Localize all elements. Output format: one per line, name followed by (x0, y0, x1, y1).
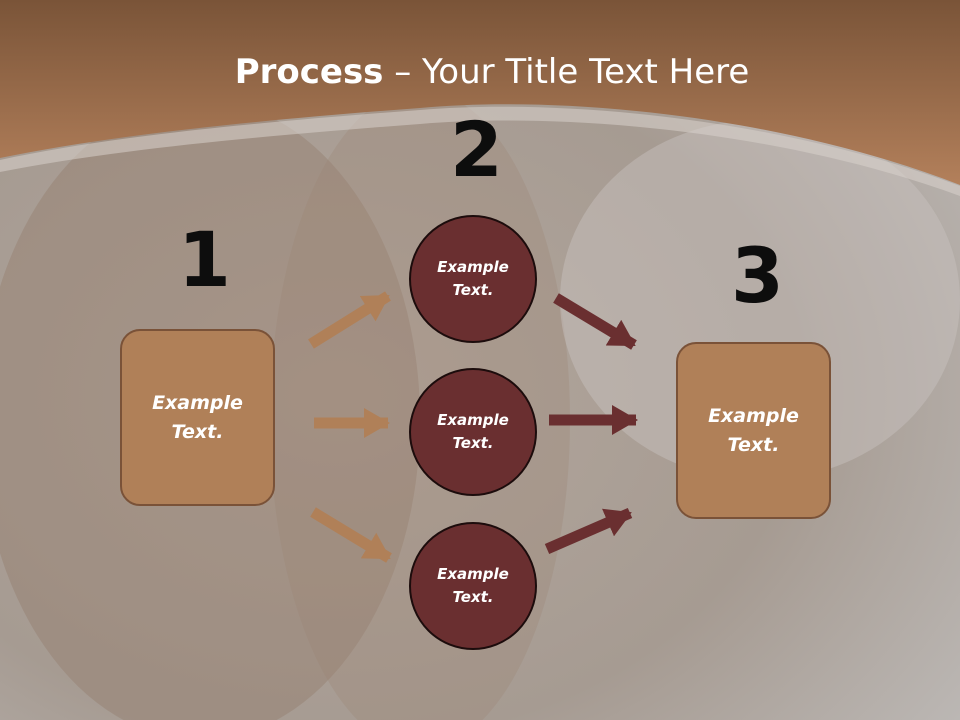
step-2-number: 2 (450, 105, 503, 194)
header-curve-highlight (0, 106, 960, 196)
step-2-top-text: Example Text. (437, 258, 509, 299)
title-rest: – Your Title Text Here (383, 52, 750, 92)
step-3-box: Example Text. (676, 342, 831, 519)
step-2-bottom-text: Example Text. (437, 565, 509, 606)
photo-highlight-right (560, 120, 960, 480)
step-2-circle-top: Example Text. (409, 215, 537, 343)
title-bold: Process (234, 52, 384, 92)
step-2-circle-middle: Example Text. (409, 368, 537, 496)
slide-title: Process – Your Title Text Here (0, 52, 960, 92)
step-2-middle-text: Example Text. (437, 411, 509, 452)
step-1-text: Example Text. (152, 391, 243, 443)
header-band (0, 0, 960, 185)
step-1-box: Example Text. (120, 329, 275, 506)
step-2-circle-bottom: Example Text. (409, 522, 537, 650)
step-1-number: 1 (178, 215, 231, 304)
step-3-text: Example Text. (708, 404, 799, 456)
step-3-number: 3 (731, 231, 784, 320)
